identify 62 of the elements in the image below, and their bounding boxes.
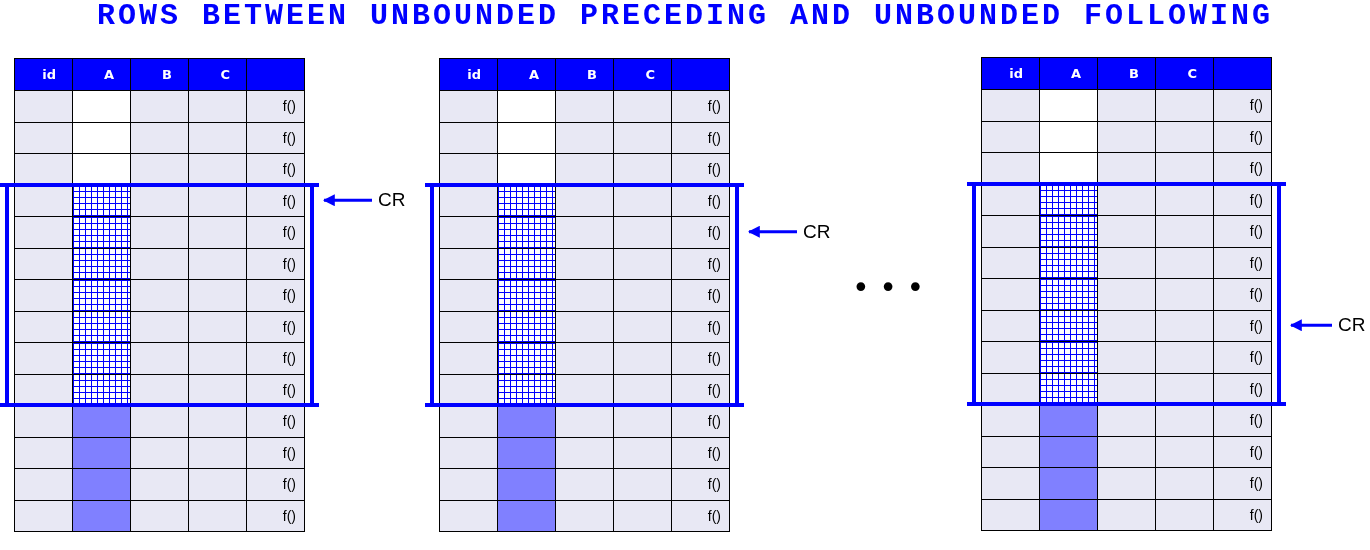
table-cell: f() bbox=[1214, 342, 1272, 374]
window-frame bbox=[972, 183, 1281, 404]
arrow bbox=[747, 225, 797, 238]
table-cell: f() bbox=[672, 122, 730, 154]
table-cell: f() bbox=[672, 406, 730, 438]
table-cell: f() bbox=[672, 311, 730, 343]
table-cell: f() bbox=[1214, 184, 1272, 216]
header-cell: A bbox=[498, 59, 556, 91]
table-cell: f() bbox=[1214, 436, 1272, 468]
header-cell: C bbox=[1156, 58, 1214, 90]
current-row-label: CR bbox=[378, 188, 406, 213]
current-row-label: CR bbox=[1338, 313, 1366, 338]
title: ROWS BETWEEN UNBOUNDED PRECEDING AND UNBOUNDED FOLLOWING bbox=[96, 0, 1274, 33]
table-cell: f() bbox=[247, 343, 305, 375]
table-cell: f() bbox=[247, 280, 305, 312]
table-cell: f() bbox=[672, 469, 730, 501]
header-cell: A bbox=[1040, 58, 1098, 90]
table-cell: f() bbox=[672, 500, 730, 532]
table-cell: f() bbox=[247, 469, 305, 501]
table-cell: f() bbox=[1214, 153, 1272, 185]
table-cell: f() bbox=[1214, 499, 1272, 531]
table-cell: f() bbox=[1214, 279, 1272, 311]
table-cell: f() bbox=[247, 406, 305, 438]
header-cell: C bbox=[189, 59, 247, 91]
header-cell: A bbox=[73, 59, 131, 91]
table-cell: f() bbox=[1214, 90, 1272, 122]
table-cell: f() bbox=[672, 185, 730, 217]
table-cell: f() bbox=[672, 248, 730, 280]
header-cell: id bbox=[440, 59, 498, 91]
table-cell: f() bbox=[672, 217, 730, 249]
header-cell: id bbox=[15, 59, 73, 91]
table-cell: f() bbox=[672, 343, 730, 375]
header-cell: id bbox=[982, 58, 1040, 90]
table-cell: f() bbox=[1214, 310, 1272, 342]
table-cell: f() bbox=[247, 217, 305, 249]
table-cell: f() bbox=[247, 154, 305, 186]
table-cell: f() bbox=[672, 280, 730, 312]
table-cell: f() bbox=[672, 437, 730, 469]
table-cell: f() bbox=[247, 248, 305, 280]
table-cell: f() bbox=[247, 91, 305, 123]
table-cell: f() bbox=[1214, 216, 1272, 248]
table-cell: f() bbox=[1214, 121, 1272, 153]
ellipsis: • • • bbox=[852, 270, 925, 305]
header-cell: B bbox=[131, 59, 189, 91]
table-cell: f() bbox=[247, 122, 305, 154]
table-cell: f() bbox=[672, 154, 730, 186]
arrow bbox=[322, 194, 372, 207]
window-frame bbox=[5, 184, 314, 405]
header-cell: B bbox=[556, 59, 614, 91]
table-cell: f() bbox=[247, 185, 305, 217]
table-cell: f() bbox=[247, 437, 305, 469]
table-cell: f() bbox=[247, 311, 305, 343]
header-cell: B bbox=[1098, 58, 1156, 90]
table-cell: f() bbox=[247, 500, 305, 532]
table-cell: f() bbox=[1214, 468, 1272, 500]
arrow bbox=[1289, 319, 1332, 332]
header-cell: C bbox=[614, 59, 672, 91]
table-cell: f() bbox=[1214, 405, 1272, 437]
table-cell: f() bbox=[672, 91, 730, 123]
table-cell: f() bbox=[1214, 247, 1272, 279]
current-row-label: CR bbox=[803, 219, 831, 244]
window-frame bbox=[430, 184, 739, 405]
